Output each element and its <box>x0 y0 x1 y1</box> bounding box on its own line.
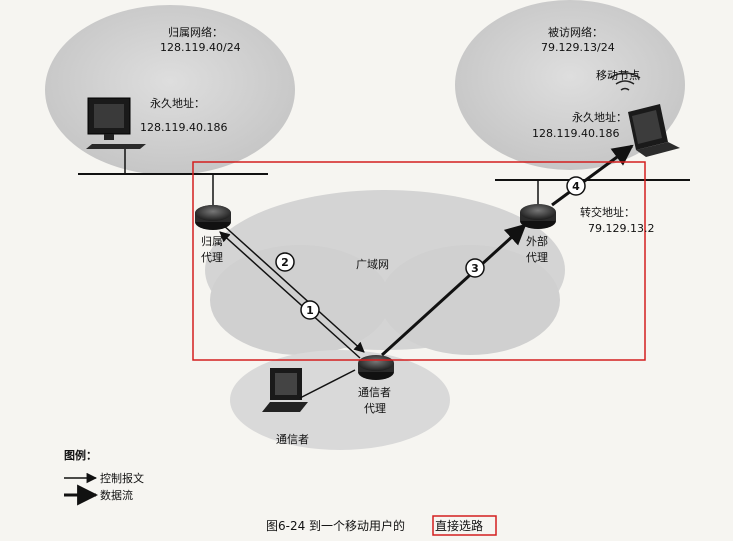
wan-cloud <box>205 190 565 355</box>
foreign-agent-label-1: 外部 <box>526 234 548 248</box>
home-agent-label-2: 代理 <box>201 251 223 264</box>
home-host-address-title: 永久地址： <box>150 96 205 110</box>
visited-network-title: 被访网络： <box>548 25 603 39</box>
correspondent-label: 通信者 <box>276 433 309 446</box>
visited-network-cloud <box>455 0 685 170</box>
control-message-1 <box>219 231 361 359</box>
correspondent-computer-icon <box>262 368 356 412</box>
caption-highlight: 直接选路 <box>435 518 483 533</box>
visited-network-prefix: 79.129.13/24 <box>541 41 615 54</box>
home-network-prefix: 128.119.40/24 <box>160 41 241 54</box>
step-marker-1: 1 <box>300 300 320 320</box>
mobile-node-address-title: 永久地址： <box>572 110 627 124</box>
home-agent-router-icon <box>195 205 231 230</box>
step-4-label: 4 <box>572 180 580 193</box>
legend-control-label: 控制报文 <box>100 471 144 485</box>
control-message-2 <box>221 223 365 353</box>
legend-title: 图例： <box>64 448 97 462</box>
wan-label: 广域网 <box>356 258 389 271</box>
mobile-node-laptop-icon <box>609 72 680 157</box>
step-marker-3: 3 <box>465 258 485 278</box>
step-1-label: 1 <box>306 304 314 317</box>
legend: 图例： 控制报文 数据流 <box>64 448 144 506</box>
step-2-label: 2 <box>281 256 289 269</box>
step-3-label: 3 <box>471 262 479 275</box>
foreign-agent-router-icon <box>520 204 556 229</box>
correspondent-agent-label-2: 代理 <box>364 402 386 415</box>
coa-title: 转交地址： <box>580 205 635 219</box>
home-lan <box>78 149 268 205</box>
figure-caption: 图6-24 到一个移动用户的 直接选路 <box>266 515 497 536</box>
mobile-node-name: 移动节点 <box>596 69 640 82</box>
data-flow-4 <box>551 144 634 207</box>
step-marker-4: 4 <box>566 176 586 196</box>
coa-address: 79.129.13.2 <box>588 222 654 235</box>
data-flow-3 <box>380 223 527 357</box>
mobile-node-address: 128.119.40.186 <box>532 127 619 140</box>
correspondent-cloud <box>230 350 450 450</box>
home-host-address: 128.119.40.186 <box>140 121 227 134</box>
highlight-box <box>192 161 646 361</box>
caption-prefix: 图6-24 到一个移动用户的 <box>266 518 405 533</box>
caption-highlight-box <box>432 515 497 536</box>
visited-lan <box>495 179 690 205</box>
home-host-computer-icon <box>86 97 146 149</box>
correspondent-agent-router-icon <box>358 355 394 380</box>
foreign-agent-label-2: 代理 <box>526 251 548 264</box>
home-agent-label-1: 归属 <box>201 234 223 248</box>
home-network-title: 归属网络： <box>168 25 223 39</box>
legend-data-label: 数据流 <box>100 488 133 502</box>
step-marker-2: 2 <box>275 252 295 272</box>
correspondent-agent-label-1: 通信者 <box>358 386 391 399</box>
